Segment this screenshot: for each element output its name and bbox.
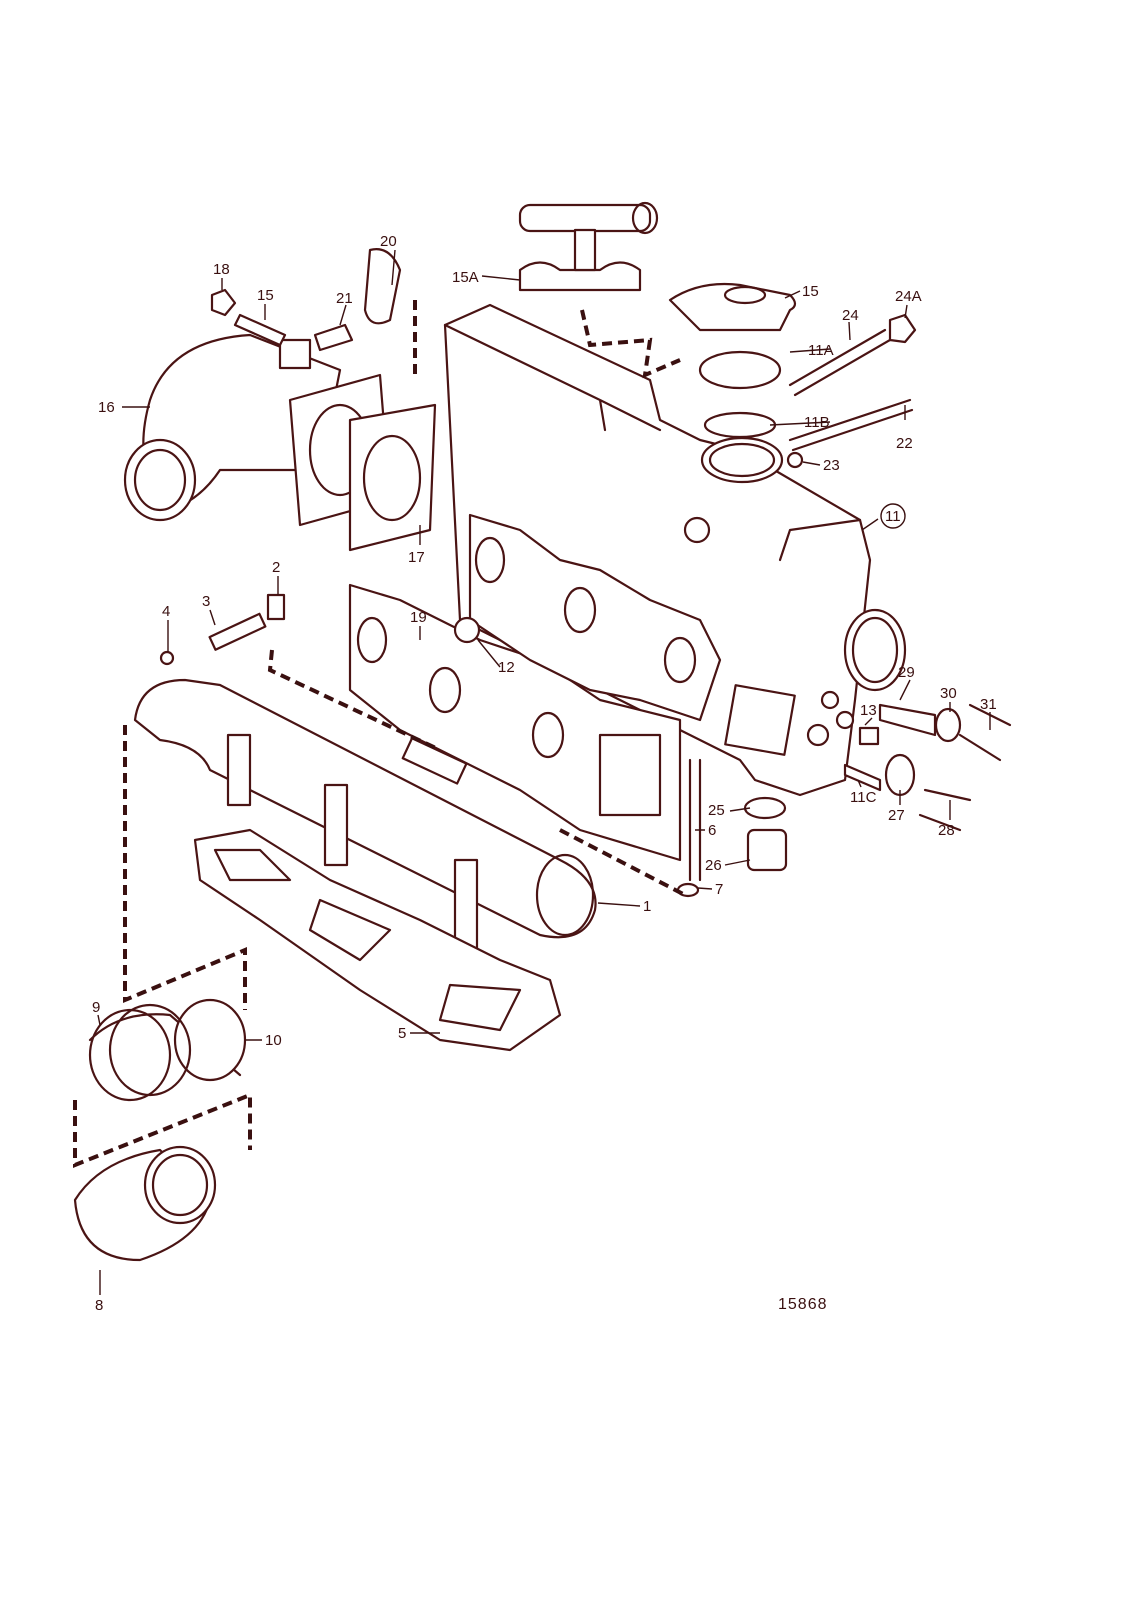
label-11-circle xyxy=(880,503,906,529)
gasket-19 xyxy=(348,583,682,862)
label-11: 11 xyxy=(885,508,901,525)
part-labels: 20 18 15 21 15A 15 24A 24 11A 11B 22 23 … xyxy=(92,233,997,1314)
leader-lines xyxy=(97,249,991,1295)
label-27: 27 xyxy=(888,807,905,824)
label-21: 21 xyxy=(336,290,353,307)
label-15: 15 xyxy=(802,283,819,300)
label-11b: 11B xyxy=(804,414,830,431)
label-2: 2 xyxy=(272,559,280,576)
label-28: 28 xyxy=(938,822,955,839)
studs-bolts xyxy=(210,248,917,898)
label-12: 12 xyxy=(498,659,515,676)
label-18: 18 xyxy=(213,261,230,278)
label-11c: 11C xyxy=(850,789,877,806)
heat-exchanger-housing xyxy=(443,303,907,797)
label-16: 16 xyxy=(98,399,115,416)
label-4: 4 xyxy=(162,603,170,620)
small-fittings xyxy=(159,593,880,746)
label-5: 5 xyxy=(398,1025,406,1042)
label-19: 19 xyxy=(410,609,427,626)
label-8: 8 xyxy=(95,1297,103,1314)
exhaust-elbow xyxy=(123,333,437,552)
label-7: 7 xyxy=(715,881,723,898)
label-14: 15 xyxy=(257,287,274,304)
right-fittings xyxy=(843,703,1012,832)
cap-15a xyxy=(518,201,659,292)
gasket-5 xyxy=(193,828,562,1052)
label-26: 26 xyxy=(705,857,722,874)
label-6: 6 xyxy=(708,822,716,839)
label-25: 25 xyxy=(708,802,725,819)
label-11a: 11A xyxy=(808,342,834,359)
gasket-5-holes xyxy=(213,848,522,1032)
label-1: 1 xyxy=(643,898,651,915)
gasket-19-holes xyxy=(356,616,662,817)
label-24: 24 xyxy=(842,307,859,324)
label-20: 20 xyxy=(380,233,397,250)
assembly-guide-lines xyxy=(73,300,686,1168)
label-17: 17 xyxy=(408,549,425,566)
exhaust-manifold xyxy=(133,678,597,952)
flange-holes xyxy=(474,536,697,684)
drawing-number: 15868 xyxy=(778,1296,828,1313)
label-29: 29 xyxy=(898,664,915,681)
label-15a: 15A xyxy=(452,269,479,286)
label-23: 23 xyxy=(823,457,840,474)
label-3: 3 xyxy=(202,593,210,610)
label-9: 9 xyxy=(92,999,100,1016)
label-22: 22 xyxy=(896,435,913,452)
label-13: 13 xyxy=(860,702,877,719)
cap-15 xyxy=(668,282,797,439)
label-24a: 24A xyxy=(895,288,922,305)
label-30: 30 xyxy=(940,685,957,702)
hose-and-clamps xyxy=(73,998,247,1262)
label-31: 31 xyxy=(980,696,997,713)
label-10: 10 xyxy=(265,1032,282,1049)
